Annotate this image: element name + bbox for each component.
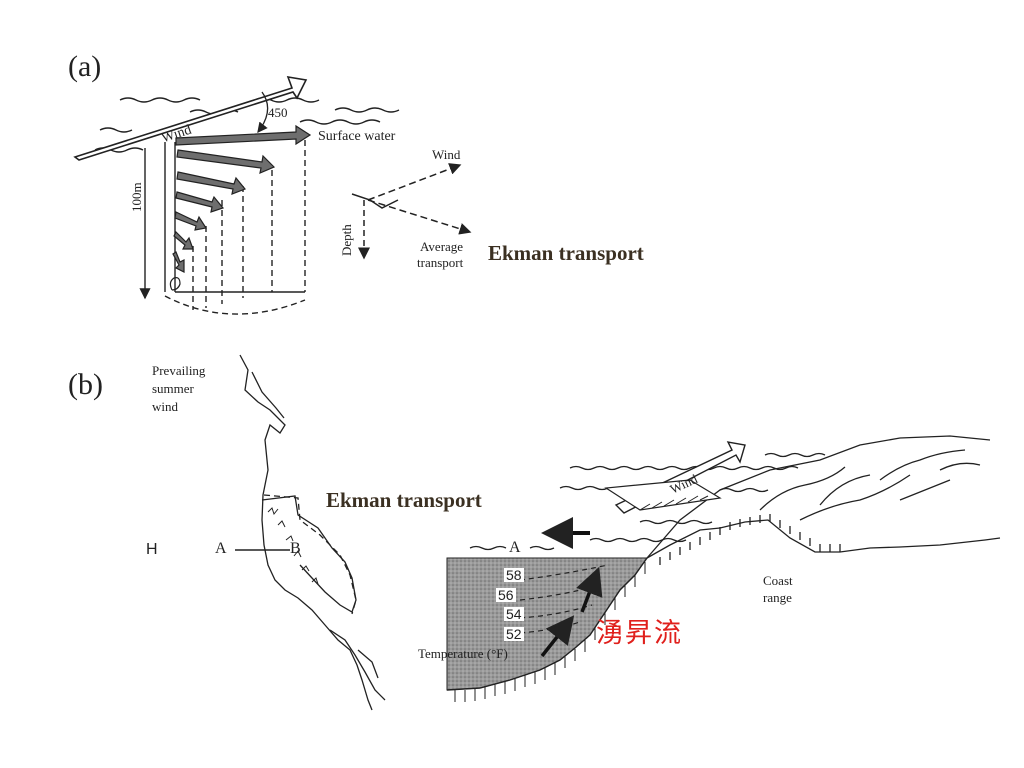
panel-a-wind-arrow bbox=[73, 75, 308, 161]
temp-56: 56 bbox=[496, 587, 516, 603]
upwelling-zone-outline bbox=[263, 494, 357, 615]
section-a-label: A bbox=[509, 539, 521, 556]
upwelling-label: 湧昇流 bbox=[596, 618, 683, 649]
coastline-map bbox=[239, 354, 386, 711]
summer-label: summer bbox=[152, 381, 194, 396]
section-waves bbox=[469, 452, 826, 551]
depth-scale-label: 100m bbox=[129, 182, 144, 212]
map-a-label: A bbox=[215, 540, 227, 557]
high-pressure-label: H bbox=[146, 541, 158, 558]
ekman-transport-label-b: Ekman transport bbox=[326, 488, 482, 512]
transport-label: transport bbox=[417, 255, 464, 270]
section-wind-arrow bbox=[604, 441, 746, 514]
wind-label-b: wind bbox=[152, 399, 178, 414]
panel-b-label: (b) bbox=[68, 368, 103, 401]
vector-depth-label: Depth bbox=[339, 224, 354, 256]
angle-label: 450 bbox=[268, 105, 288, 120]
angle-arc bbox=[257, 91, 269, 134]
coast-range-land bbox=[646, 435, 1001, 565]
surface-water-label: Surface water bbox=[318, 129, 396, 144]
water-column bbox=[164, 140, 306, 315]
coast-label: Coast bbox=[763, 573, 793, 588]
bottom-spiral bbox=[169, 277, 181, 291]
coastal-hatching bbox=[267, 507, 319, 585]
upwelling-arrows bbox=[540, 566, 603, 658]
ekman-spiral-arrows bbox=[172, 124, 312, 273]
temp-58: 58 bbox=[504, 567, 524, 583]
prevailing-label: Prevailing bbox=[152, 363, 206, 378]
panel-a-label: (a) bbox=[68, 50, 102, 83]
map-b-label: B bbox=[290, 540, 301, 557]
seabed-hatching bbox=[446, 557, 648, 702]
vector-wind-label: Wind bbox=[432, 147, 461, 162]
range-label: range bbox=[763, 590, 792, 605]
temperature-label: Temperature (°F) bbox=[418, 646, 508, 661]
temp-52: 52 bbox=[504, 626, 524, 642]
ekman-transport-label-a: Ekman transport bbox=[488, 241, 644, 265]
average-label: Average bbox=[420, 239, 464, 254]
vector-diagram bbox=[351, 163, 472, 260]
temp-54: 54 bbox=[504, 606, 524, 622]
